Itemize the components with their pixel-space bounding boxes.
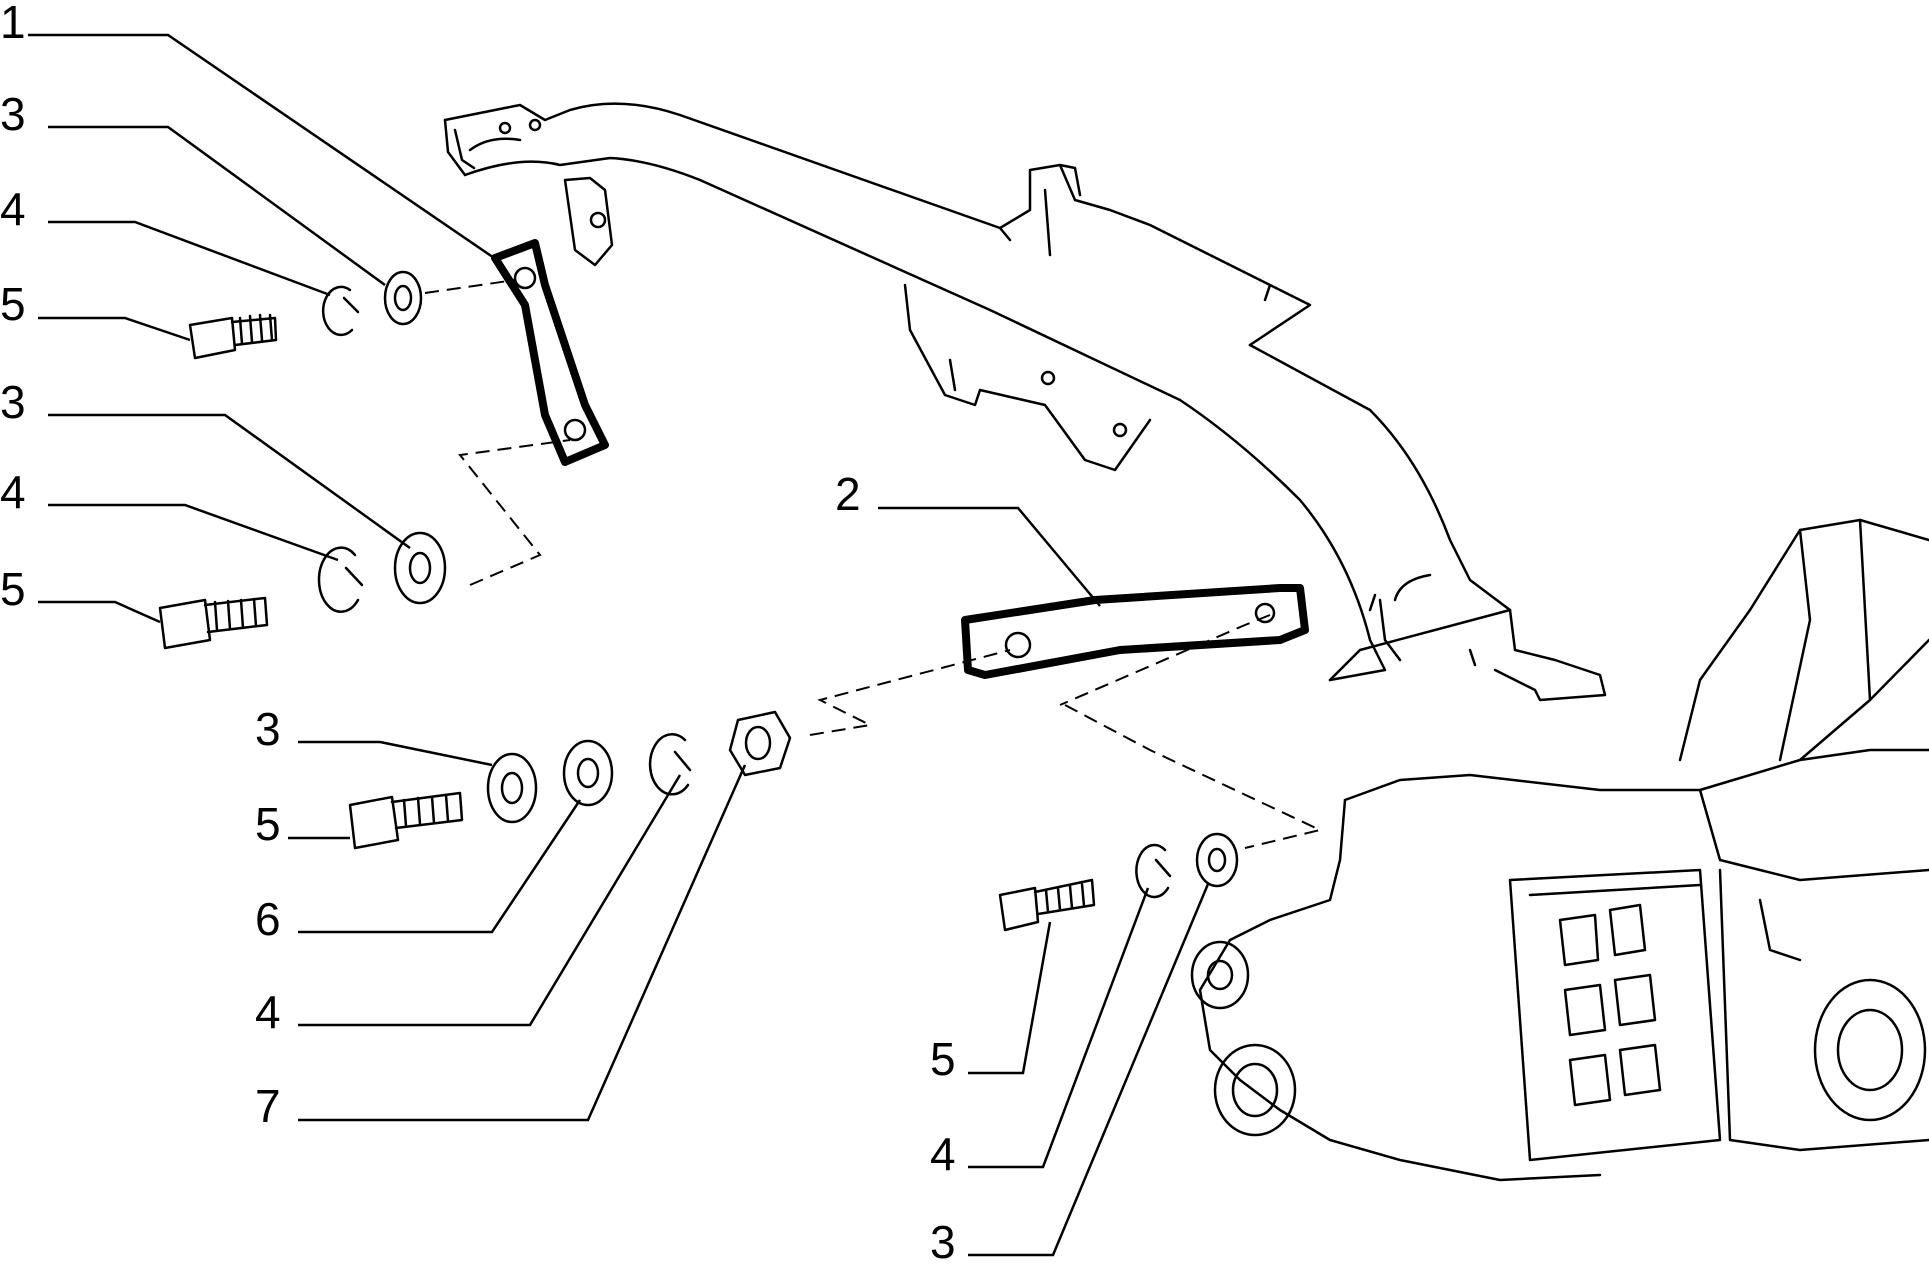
link-bracket-1 <box>491 239 609 466</box>
fastener-set-right <box>998 832 1239 932</box>
callout-labels: 1 3 4 5 3 4 5 2 3 5 6 4 7 5 4 3 <box>0 0 956 1264</box>
callout-label: 4 <box>255 986 281 1038</box>
fastener-set-middle <box>158 531 447 650</box>
leader-lines <box>28 33 1210 1257</box>
crossmember <box>443 102 1607 702</box>
callout-label: 5 <box>255 798 281 850</box>
callout-label: 1 <box>0 0 26 48</box>
fastener-set-lower <box>348 710 792 850</box>
callout-label: 7 <box>255 1080 281 1132</box>
link-bracket-2 <box>961 584 1309 679</box>
fastener-set-upper <box>188 270 423 360</box>
callout-label: 3 <box>0 88 26 140</box>
callout-label: 4 <box>930 1128 956 1180</box>
callout-label: 4 <box>0 183 26 235</box>
callout-label: 5 <box>0 278 26 330</box>
callout-label: 3 <box>930 1216 956 1264</box>
callout-label: 3 <box>0 376 26 428</box>
callout-label: 5 <box>930 1033 956 1085</box>
assembly-lines <box>424 279 1324 849</box>
callout-label: 2 <box>835 468 861 520</box>
callout-label: 5 <box>0 563 26 615</box>
callout-label: 3 <box>255 703 281 755</box>
gearbox-housing <box>1190 518 1929 1182</box>
callout-label: 4 <box>0 466 26 518</box>
callout-label: 6 <box>255 893 281 945</box>
